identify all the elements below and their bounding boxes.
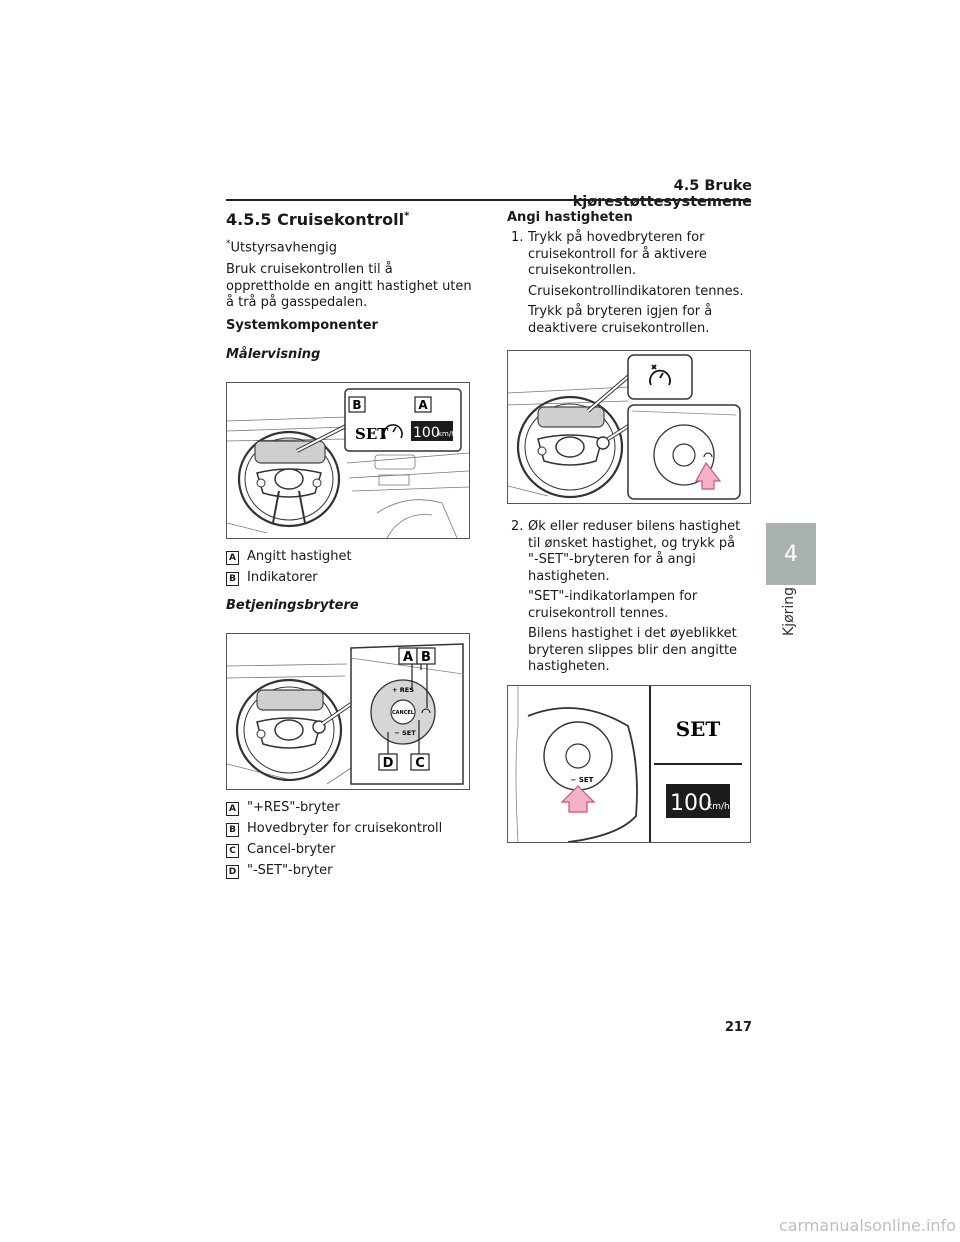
label-key-a: A <box>226 551 239 565</box>
label-text: Angitt hastighet <box>247 549 352 564</box>
switch-label-b: B Hovedbryter for cruisekontroll <box>226 821 476 837</box>
switch-badge-c: C <box>415 756 425 771</box>
meter-speed: 100 <box>413 425 440 441</box>
meter-label-list: A Angitt hastighet B Indikatorer <box>226 549 476 586</box>
step-2-main: 2. Øk eller reduser bilens hastighet til … <box>511 519 746 585</box>
chapter-tab: 4 <box>766 523 816 585</box>
meter-display-figure: B A SET 100 km/h <box>226 382 470 539</box>
switch-label-a: A "+RES"-bryter <box>226 800 476 816</box>
meter-badge-a: A <box>418 398 428 412</box>
fig3-set-switch-text: − SET <box>571 776 594 784</box>
step-2-note-1: "SET"-indikatorlampen for cruisekontroll… <box>528 589 698 621</box>
switch-figure: + RES CANCEL − SET A B D C <box>226 633 470 790</box>
cruise-main-switch-icon <box>421 708 431 714</box>
cancel-switch-text: CANCEL <box>392 710 415 716</box>
label-key-c: C <box>226 844 239 858</box>
switch-illustration: + RES CANCEL − SET A B D C <box>227 643 464 785</box>
step-number: 2. <box>511 519 524 534</box>
label-text: "+RES"-bryter <box>247 800 340 815</box>
switch-label-d: D "-SET"-bryter <box>226 863 476 879</box>
display-set-text: SET <box>676 717 721 741</box>
set-speed-heading: Angi hastigheten <box>507 210 633 225</box>
switch-label-c: C Cancel-bryter <box>226 842 476 858</box>
page-number: 217 <box>724 1020 752 1035</box>
running-header: 4.5 Bruke kjørestøttesystemene <box>572 178 752 210</box>
meter-label-b: B Indikatorer <box>226 570 476 586</box>
label-text: Indikatorer <box>247 570 318 585</box>
display-unit: km/h <box>707 802 730 812</box>
switch-heading: Betjeningsbrytere <box>226 598 359 613</box>
section-title: 4.5.5 Cruisekontroll* <box>226 210 476 229</box>
switch-badge-a: A <box>403 650 413 665</box>
footnote-asterisk: * <box>226 239 231 249</box>
step-1-main: 1. Trykk på hovedbryteren for cruisekontr… <box>511 230 746 280</box>
res-switch-text: + RES <box>392 686 414 694</box>
footnote-text: Utstyrsavhengig <box>230 240 338 256</box>
header-rule <box>226 199 751 201</box>
section-title-text: 4.5.5 Cruisekontroll <box>226 210 405 229</box>
meter-illustration: B A SET 100 km/h <box>227 388 469 538</box>
label-key-d: D <box>226 865 239 879</box>
switch-badge-b: B <box>421 650 431 665</box>
set-switch-figure: − SET SET 100 km/h <box>507 685 751 843</box>
switch-label-list: A "+RES"-bryter B Hovedbryter for cruiseko… <box>226 800 476 879</box>
watermark: carmanualsonline.info <box>778 1216 956 1235</box>
cruise-speedometer-icon <box>383 424 403 439</box>
display-speed: 100 <box>670 791 712 816</box>
chapter-label: Kjøring <box>781 586 797 636</box>
switch-badge-d: D <box>383 756 394 771</box>
meter-unit: km/h <box>438 430 456 438</box>
label-text: "-SET"-bryter <box>247 863 333 878</box>
label-text: Hovedbryter for cruisekontroll <box>247 821 443 836</box>
step-2-note-2: Bilens hastighet i det øyeblikket bryter… <box>528 626 738 674</box>
main-switch-illustration <box>508 354 741 500</box>
cruise-indicator-icon <box>649 364 671 386</box>
label-key-b: B <box>226 823 239 837</box>
label-key-a: A <box>226 802 239 816</box>
step-2: 2. Øk eller reduser bilens hastighet til … <box>511 519 746 676</box>
set-switch-text: − SET <box>394 729 416 737</box>
chapter-number: 4 <box>784 541 798 567</box>
step-text: Øk eller reduser bilens hastighet til øn… <box>528 519 741 584</box>
components-heading: Systemkomponenter <box>226 318 378 333</box>
step-number: 1. <box>511 230 524 245</box>
step-text: Trykk på hovedbryteren for cruisekontrol… <box>528 230 707 278</box>
meter-heading: Målervisning <box>226 347 321 362</box>
title-asterisk: * <box>404 210 410 222</box>
label-text: Cancel-bryter <box>247 842 336 857</box>
chapter-label-wrap: Kjøring <box>760 586 822 650</box>
set-switch-illustration: − SET SET 100 km/h <box>515 686 742 842</box>
step-1: 1. Trykk på hovedbryteren for cruisekontr… <box>511 230 746 337</box>
meter-label-a: A Angitt hastighet <box>226 549 476 565</box>
main-switch-figure <box>507 350 751 504</box>
intro-paragraph: Bruk cruisekontrollen til å opprettholde… <box>226 262 472 310</box>
step-1-note-2: Trykk på bryteren igjen for å deaktivere… <box>528 304 713 336</box>
meter-badge-b: B <box>352 398 361 412</box>
footnote: *Utstyrsavhengig <box>226 236 476 257</box>
step-1-note-1: Cruisekontrollindikatoren tennes. <box>528 283 744 299</box>
label-key-b: B <box>226 572 239 586</box>
meter-set-text: SET <box>355 425 389 443</box>
